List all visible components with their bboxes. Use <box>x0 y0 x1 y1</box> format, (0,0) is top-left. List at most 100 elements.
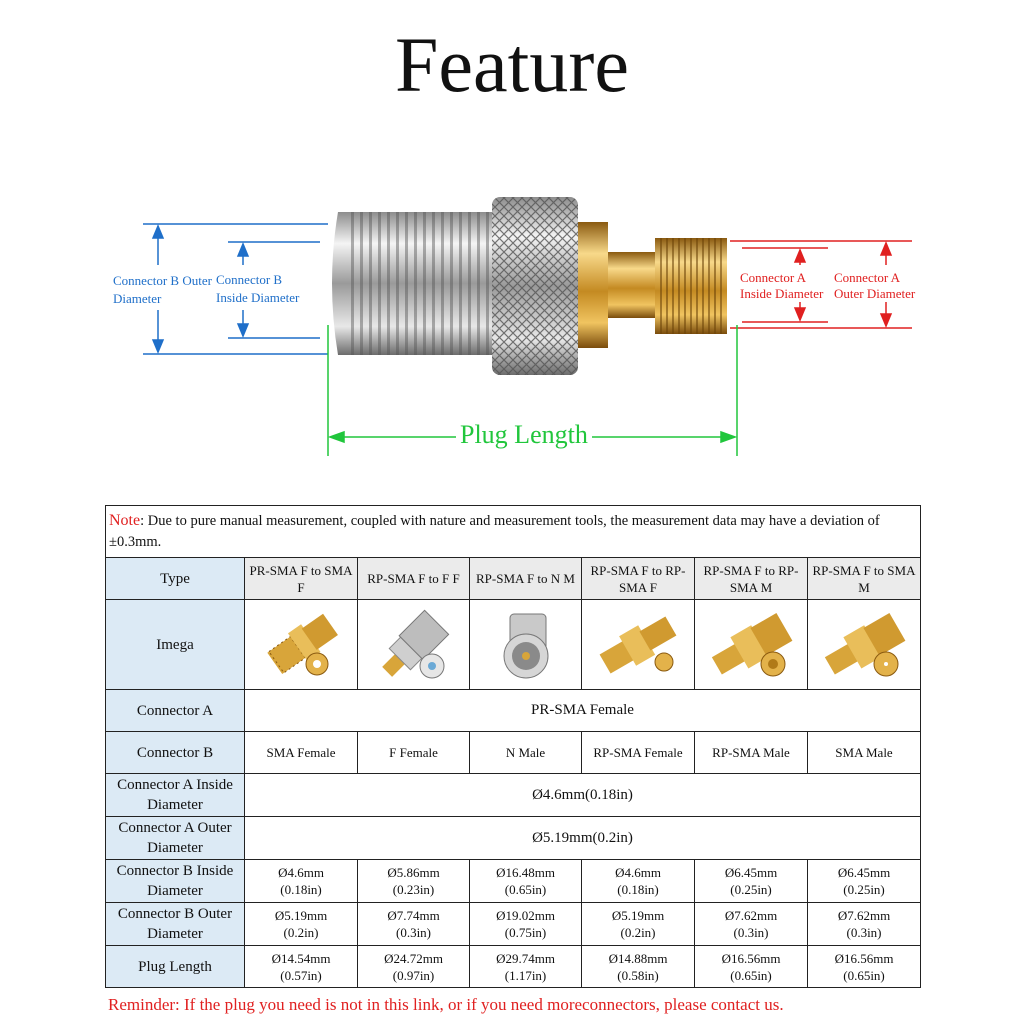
mm-value: Ø7.62mm <box>724 908 778 923</box>
product-image-cell <box>244 599 358 690</box>
mm-value: Ø24.72mm <box>384 950 443 966</box>
inch-value: (0.3in) <box>395 925 432 940</box>
b-outer-cell: Ø19.02mm (0.75in) <box>469 902 582 946</box>
row-label-b-outer: Connector B Outer Diameter <box>105 902 245 946</box>
inch-value: (0.65in) <box>730 967 772 983</box>
note-label: Note <box>109 512 141 529</box>
inch-value: (0.2in) <box>620 925 656 940</box>
b-inside-cell: Ø5.86mm (0.23in) <box>357 859 470 903</box>
a-outer-row: Connector A Outer Diameter Ø5.19mm(0.2in… <box>105 816 921 860</box>
mm-value: Ø4.6mm <box>278 865 324 880</box>
rp-sma-female-connector-body <box>578 222 727 348</box>
connector-diagram <box>143 197 912 456</box>
product-image-cell <box>807 599 921 690</box>
connector-b-cell: F Female <box>357 731 470 774</box>
plug-length-cell: Ø16.56mm(0.65in) <box>694 945 808 988</box>
measurement-note: Note: Due to pure manual measurement, co… <box>105 505 921 558</box>
silver-n-male-adapter-icon <box>503 613 548 678</box>
type-cell: RP-SMA F to RP-SMA M <box>694 557 808 600</box>
product-image-cell <box>357 599 470 690</box>
inch-value: (0.25in) <box>730 882 772 897</box>
a-outer-value: Ø5.19mm(0.2in) <box>244 816 921 860</box>
mm-value: Ø14.54mm <box>271 950 331 966</box>
inch-value: (0.57in) <box>280 967 322 983</box>
mm-value: Ø7.74mm <box>387 908 440 923</box>
row-label-a-inside: Connector A Inside Diameter <box>105 773 245 817</box>
mm-value: Ø6.45mm <box>724 865 778 880</box>
b-inside-cell: Ø6.45mm (0.25in) <box>807 859 921 903</box>
mm-value: Ø4.6mm <box>615 865 661 880</box>
gold-rp-sma-male-adapter-icon <box>711 612 793 676</box>
a-inside-row: Connector A Inside Diameter Ø4.6mm(0.18i… <box>105 773 921 817</box>
type-cell: PR-SMA F to SMA F <box>244 557 358 600</box>
inch-value: (0.75in) <box>504 925 547 940</box>
mm-value: Ø14.88mm <box>608 950 668 966</box>
b-inside-cell: Ø16.48mm(0.65in) <box>469 859 582 903</box>
inch-value: (0.23in) <box>392 882 435 897</box>
connector-b-cell: RP-SMA Male <box>694 731 808 774</box>
mm-value: Ø7.62mm <box>837 908 891 923</box>
inch-value: (0.3in) <box>846 925 882 940</box>
gold-sma-female-adapter-icon <box>267 613 338 675</box>
b-outer-row: Connector B Outer Diameter Ø5.19mm (0.2in… <box>105 902 921 946</box>
inch-value: (0.97in) <box>392 967 435 983</box>
a-inside-value: Ø4.6mm(0.18in) <box>244 773 921 817</box>
inch-value: (0.18in) <box>617 882 659 897</box>
b-outer-cell: Ø5.19mm (0.2in) <box>244 902 358 946</box>
connector-b-cell: SMA Male <box>807 731 921 774</box>
connector-b-row: Connector B SMA Female F Female N Male R… <box>105 731 921 774</box>
row-label-image: Imega <box>105 599 245 690</box>
inch-value: (1.17in) <box>504 967 547 983</box>
inch-value: (0.65in) <box>843 967 885 983</box>
inch-value: (0.58in) <box>617 967 659 983</box>
row-label-type: Type <box>105 557 245 600</box>
f-female-connector-body <box>332 197 578 375</box>
mm-value: Ø16.56mm <box>721 950 781 966</box>
mm-value: Ø5.19mm <box>611 908 665 923</box>
product-image-cell <box>469 599 582 690</box>
plug-length-cell: Ø24.72mm(0.97in) <box>357 945 470 988</box>
row-label-a-outer: Connector A Outer Diameter <box>105 816 245 860</box>
inch-value: (0.2in) <box>283 925 319 940</box>
gold-rp-sma-female-adapter-icon <box>599 615 677 674</box>
type-cell: RP-SMA F to N M <box>469 557 582 600</box>
b-outer-cell: Ø7.74mm (0.3in) <box>357 902 470 946</box>
product-image-cell <box>581 599 695 690</box>
plug-length-cell: Ø14.54mm(0.57in) <box>244 945 358 988</box>
b-inside-cell: Ø4.6mm (0.18in) <box>581 859 695 903</box>
mm-value: Ø6.45mm <box>837 865 891 880</box>
inch-value: (0.25in) <box>843 882 885 897</box>
inch-value: (0.18in) <box>280 882 322 897</box>
connector-a-dimension-lines <box>730 240 912 329</box>
plug-length-label: Plug Length <box>456 420 592 450</box>
connector-b-cell: RP-SMA Female <box>581 731 695 774</box>
mm-value: Ø5.86mm <box>387 865 440 880</box>
b-inside-row: Connector B Inside Diameter Ø4.6mm (0.18i… <box>105 859 921 903</box>
row-label-b-inside: Connector B Inside Diameter <box>105 859 245 903</box>
plug-length-cell: Ø14.88mm(0.58in) <box>581 945 695 988</box>
connector-b-inside-label: Connector B Inside Diameter <box>216 272 300 305</box>
image-row: Imega <box>105 599 921 690</box>
mm-value: Ø16.56mm <box>834 950 894 966</box>
mm-value: Ø19.02mm <box>496 908 555 923</box>
b-outer-cell: Ø7.62mm (0.3in) <box>807 902 921 946</box>
mm-value: Ø5.19mm <box>274 908 328 923</box>
type-cell: RP-SMA F to SMA M <box>807 557 921 600</box>
row-label-plug-length: Plug Length <box>105 945 245 988</box>
type-row: Type PR-SMA F to SMA F RP-SMA F to F F R… <box>105 557 921 600</box>
connector-b-outer-label: Connector B Outer Diameter <box>113 273 212 306</box>
spec-table: Note: Due to pure manual measurement, co… <box>105 505 921 988</box>
connector-b-cell: SMA Female <box>244 731 358 774</box>
reminder-text: Reminder: If the plug you need is not in… <box>108 995 784 1014</box>
b-inside-cell: Ø4.6mm (0.18in) <box>244 859 358 903</box>
connector-b-cell: N Male <box>469 731 582 774</box>
connector-a-row: Connector A PR-SMA Female <box>105 689 921 732</box>
row-label-connector-b: Connector B <box>105 731 245 774</box>
b-outer-cell: Ø7.62mm (0.3in) <box>694 902 808 946</box>
silver-f-female-adapter-icon <box>381 609 449 678</box>
page-title: Feature <box>395 21 629 108</box>
inch-value: (0.3in) <box>733 925 769 940</box>
product-image-cell <box>694 599 808 690</box>
connector-a-outer-label: Connector A Outer Diameter <box>834 270 916 301</box>
mm-value: Ø29.74mm <box>496 950 555 966</box>
